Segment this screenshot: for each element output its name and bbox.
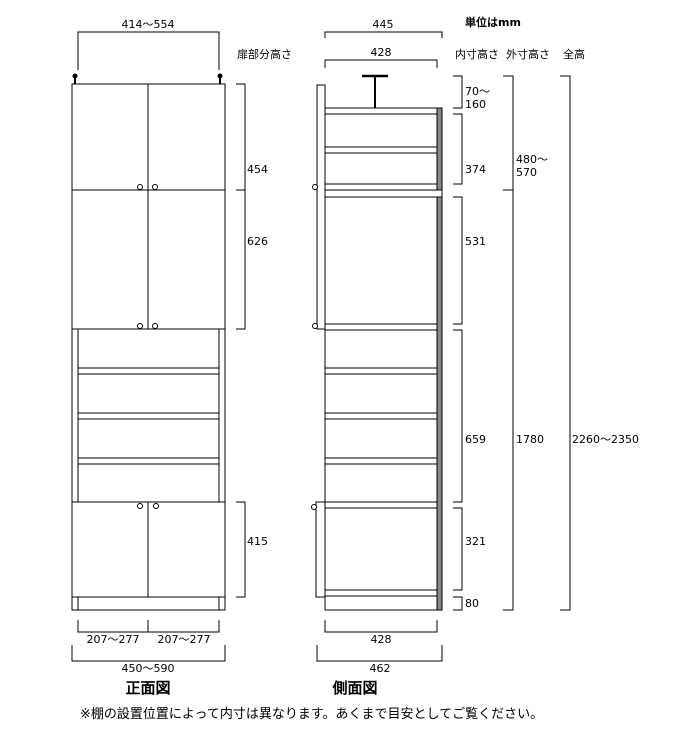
dim-top-depth-inner: 428: [371, 46, 392, 59]
dim-bottom-depth-inner: 428: [371, 633, 392, 646]
shelf: [324, 146, 438, 154]
shelf: [324, 457, 438, 465]
shelf: [324, 367, 438, 375]
inner-height-dims: 70〜 160 374 531 659 321 80: [453, 75, 490, 611]
shelf: [77, 412, 220, 420]
dim-inner-1: 374: [465, 163, 486, 176]
dim-bottom-depth-outer: 462: [370, 662, 391, 675]
dim-outer-width: 450〜590: [122, 662, 175, 675]
dim-inner-3: 659: [465, 433, 486, 446]
dim-top-gap-1: 70〜: [465, 85, 490, 98]
dim-inner-2: 531: [465, 235, 486, 248]
lower-door-profile: [315, 501, 326, 598]
front-view-caption: 正面図: [125, 679, 170, 697]
shelf: [77, 367, 220, 375]
total-height-dim: 2260〜2350: [560, 75, 639, 611]
ceiling-adjuster-icon: [72, 73, 78, 79]
footnote: ※棚の設置位置によって内寸は異なります。あくまで目安としてご覧ください。: [80, 706, 543, 722]
dim-upper-door-2: 626: [247, 235, 268, 248]
dim-inner-4: 321: [465, 535, 486, 548]
door-height-header: 扉部分高さ: [237, 47, 292, 61]
back-panel: [436, 107, 443, 611]
dim-top-gap-2: 160: [465, 98, 486, 111]
inner-height-header: 内寸高さ: [455, 47, 499, 61]
dim-outer-upper-1: 480〜: [516, 153, 548, 166]
dim-outer-lower: 1780: [516, 433, 544, 446]
front-top-width: 414〜554: [122, 18, 175, 31]
dim-total-height: 2260〜2350: [572, 433, 639, 446]
shelf: [324, 412, 438, 420]
total-height-header: 全高: [563, 47, 585, 61]
side-view-caption: 側面図: [331, 679, 377, 697]
shelf: [77, 457, 220, 465]
dim-outer-upper-2: 570: [516, 166, 537, 179]
outer-height-dims: 480〜 570 1780: [503, 75, 548, 611]
front-view: 414〜554 454 626 415 207〜: [71, 18, 268, 697]
outer-height-header: 外寸高さ: [506, 47, 550, 61]
ceiling-adjuster-icon: [217, 73, 223, 79]
dim-lower-door: 415: [247, 535, 268, 548]
unit-label: 単位はmm: [465, 15, 521, 29]
dim-door-width-right: 207〜277: [158, 633, 211, 646]
side-view: 445 428 428 462 側面図: [311, 18, 443, 697]
dim-top-depth-outer: 445: [373, 18, 394, 31]
plinth: [71, 596, 226, 611]
dim-upper-door-1: 454: [247, 163, 268, 176]
dim-door-width-left: 207〜277: [87, 633, 140, 646]
dim-inner-5: 80: [465, 597, 479, 610]
upper-door-profile: [316, 84, 326, 330]
